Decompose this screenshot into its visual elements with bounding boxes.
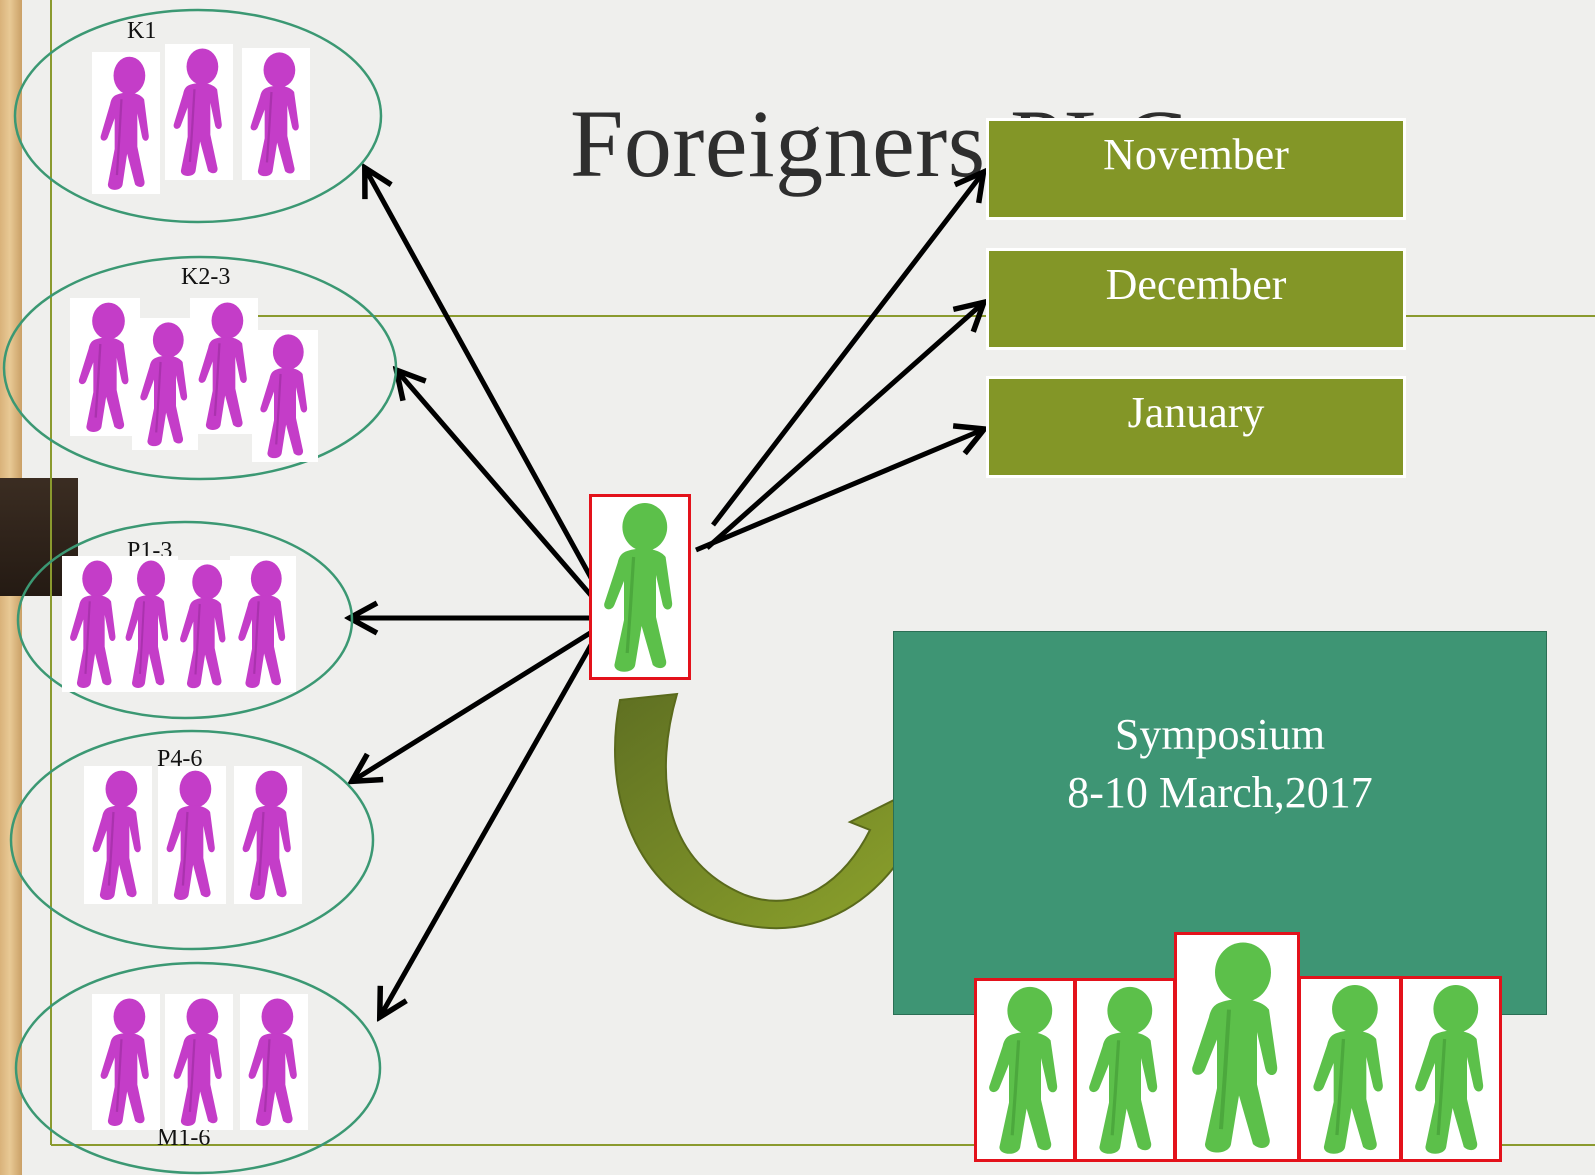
person-figure-icon: [1313, 985, 1383, 1154]
person-figure-icon: [260, 334, 308, 459]
month-box-november: November: [986, 118, 1406, 220]
person-figure-icon: [1074, 978, 1176, 1162]
group-label-k2-3: K2-3: [181, 264, 231, 290]
group-label-k1: K1: [127, 18, 157, 44]
person-figure-icon: [165, 994, 233, 1130]
person-figure-icon: [1415, 985, 1484, 1154]
person-figure-icon: [70, 298, 140, 436]
arrow-to-november: [711, 174, 982, 527]
person-figure-icon: [165, 44, 233, 180]
person-figure-icon: [242, 770, 291, 900]
person-figure-icon: [198, 302, 247, 431]
person-figure-icon: [140, 322, 188, 447]
month-box-january: January: [986, 376, 1406, 478]
person-figure-icon: [1174, 932, 1300, 1162]
person-figure-icon: [172, 560, 236, 692]
arrow-to-k1: [366, 170, 598, 587]
person-figure-icon: [166, 770, 215, 900]
person-figure-icon: [240, 994, 308, 1130]
person-figure-icon: [190, 298, 258, 434]
person-figure-icon: [234, 766, 302, 904]
person-figure-icon: [78, 302, 129, 432]
group-ellipse-p4-6: [9, 729, 375, 951]
group-ellipse-k1: [13, 8, 383, 224]
arrow-to-january: [695, 430, 982, 553]
person-figure-icon: [250, 52, 299, 177]
person-figure-icon: [589, 494, 691, 680]
group-ellipse-p1-3: [16, 520, 354, 720]
person-figure-icon: [1192, 942, 1278, 1153]
person-figure-icon: [242, 48, 310, 180]
person-figure-icon: [1400, 976, 1502, 1162]
person-figure-icon: [1298, 976, 1402, 1162]
person-figure-icon: [100, 998, 149, 1127]
person-figure-icon: [989, 986, 1058, 1154]
person-figure-icon: [974, 978, 1076, 1162]
arrow-to-m1-6: [381, 636, 598, 1015]
month-box-december: December: [986, 248, 1406, 350]
arrow-to-p4-6: [354, 627, 597, 780]
person-figure-icon: [173, 48, 222, 177]
person-figure-icon: [92, 770, 141, 900]
person-figure-icon: [230, 556, 296, 692]
person-figure-icon: [92, 52, 160, 194]
symposium-title: Symposium: [1114, 710, 1326, 759]
person-figure-icon: [604, 503, 673, 672]
person-figure-icon: [248, 998, 297, 1127]
group-ellipse-k2-3: [2, 255, 398, 481]
arrow-to-december: [705, 304, 982, 550]
person-figure-icon: [252, 330, 318, 462]
arrow-to-k2-3: [398, 372, 597, 602]
person-figure-icon: [100, 56, 149, 190]
person-figure-icon: [173, 998, 222, 1127]
person-figure-icon: [92, 994, 160, 1130]
person-figure-icon: [238, 560, 286, 689]
person-figure-icon: [84, 766, 152, 904]
person-figure-icon: [125, 560, 169, 689]
person-figure-icon: [180, 564, 226, 689]
person-figure-icon: [118, 556, 178, 692]
symposium-dates: 8-10 March,2017: [1067, 768, 1373, 817]
person-figure-icon: [132, 318, 198, 450]
group-ellipse-m1-6: [14, 961, 382, 1175]
person-figure-icon: [62, 556, 126, 692]
person-figure-icon: [1089, 986, 1158, 1154]
person-figure-icon: [158, 766, 226, 904]
person-figure-icon: [70, 560, 116, 689]
